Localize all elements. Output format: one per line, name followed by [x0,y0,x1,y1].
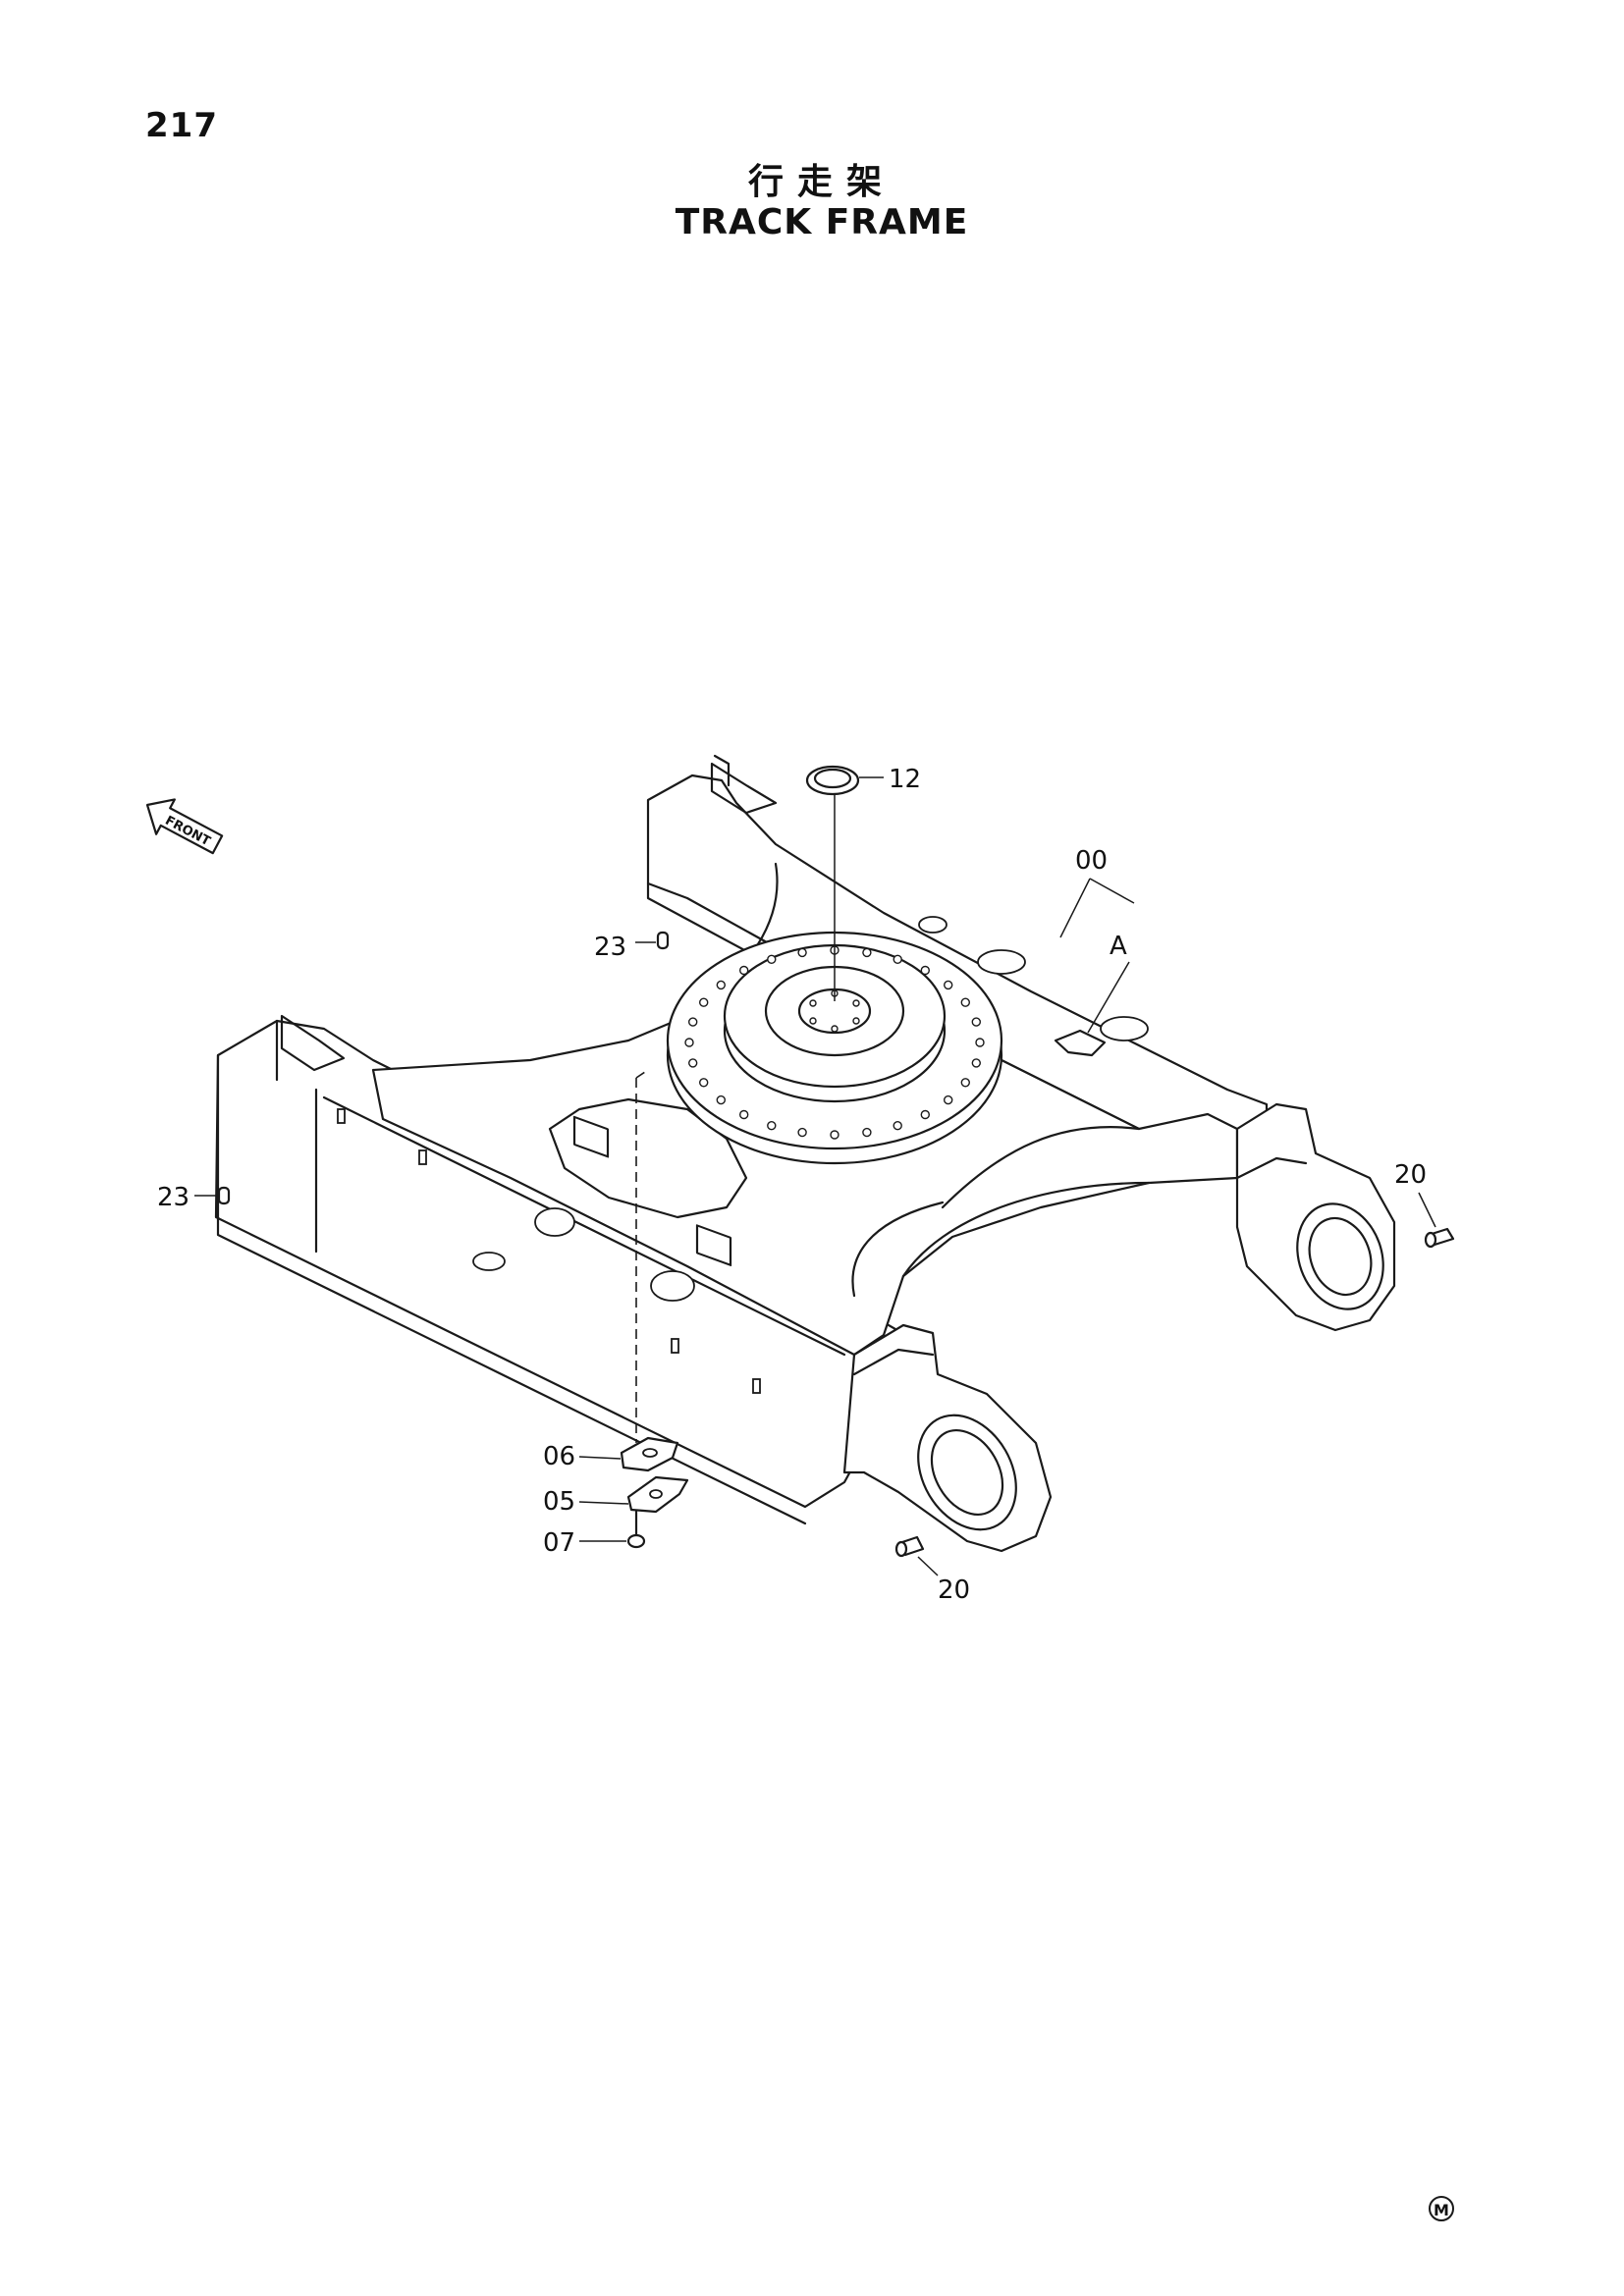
swing-circle-bolt-hole [797,1127,807,1138]
swing-circle-bolt-hole [797,947,807,958]
swing-circle-bolt-hole [739,965,749,976]
swing-circle-bolt-hole [944,1095,953,1105]
callout-07: 07 [543,1528,575,1558]
title-chinese: 行走架 [747,162,895,202]
callout-20-front: 20 [938,1575,970,1605]
front-arrow: FRONT [145,798,224,855]
swing-circle-bolt-hole [893,954,902,964]
swing-circle-bolt-hole [893,1120,902,1131]
corner-mark: M [1429,2196,1454,2221]
swing-circle-bolt-hole [920,1109,930,1120]
swing-circle-bolt-hole [767,954,777,964]
callout-23-lower: 23 [157,1183,189,1212]
callout-12: 12 [889,765,921,794]
callout-00: 00 [1075,846,1108,876]
rear-idler-housing [1235,1102,1396,1332]
swing-circle-bolt-hole [688,1017,698,1027]
corner-mark-letter: M [1434,2201,1449,2219]
swing-circle-bolt-hole [699,997,709,1007]
swing-circle-bolt-hole [767,1120,777,1131]
swing-circle-bolt-hole [830,1130,839,1140]
swing-circle-bolt-hole [862,947,872,958]
swing-circle-bolt-hole [862,1127,872,1138]
part-23-plug-upper [656,931,670,950]
track-frame [214,754,1396,1553]
callout-05: 05 [543,1487,575,1517]
swing-circle-bolt-hole [971,1058,981,1068]
swing-circle-bolt-hole [960,997,970,1007]
swing-circle-bolt-hole [944,980,953,990]
swing-circle-bolt-hole [975,1038,985,1047]
swing-circle-bolt-hole [699,1078,709,1088]
callout-20-rear: 20 [1394,1160,1427,1190]
swing-circle [666,931,1003,1165]
swing-circle-bolt-hole [971,1017,981,1027]
swing-circle-bolt-hole [716,1095,726,1105]
swing-circle-bolt-hole [960,1078,970,1088]
part-23-plug-lower [217,1186,231,1205]
callout-a: A [1110,932,1127,961]
swing-circle-bolt-hole [716,980,726,990]
page-number: 217 [145,106,218,145]
callout-06: 06 [543,1442,575,1471]
title-english: TRACK FRAME [675,202,969,242]
swing-circle-bolt-hole [688,1058,698,1068]
swing-circle-bolt-hole [739,1109,749,1120]
swing-circle-bolt-hole [684,1038,694,1047]
part-07-bolt [626,1510,646,1549]
front-idler-housing [842,1323,1053,1553]
callout-23-upper: 23 [594,933,626,962]
swing-circle-bolt-hole [920,965,930,976]
